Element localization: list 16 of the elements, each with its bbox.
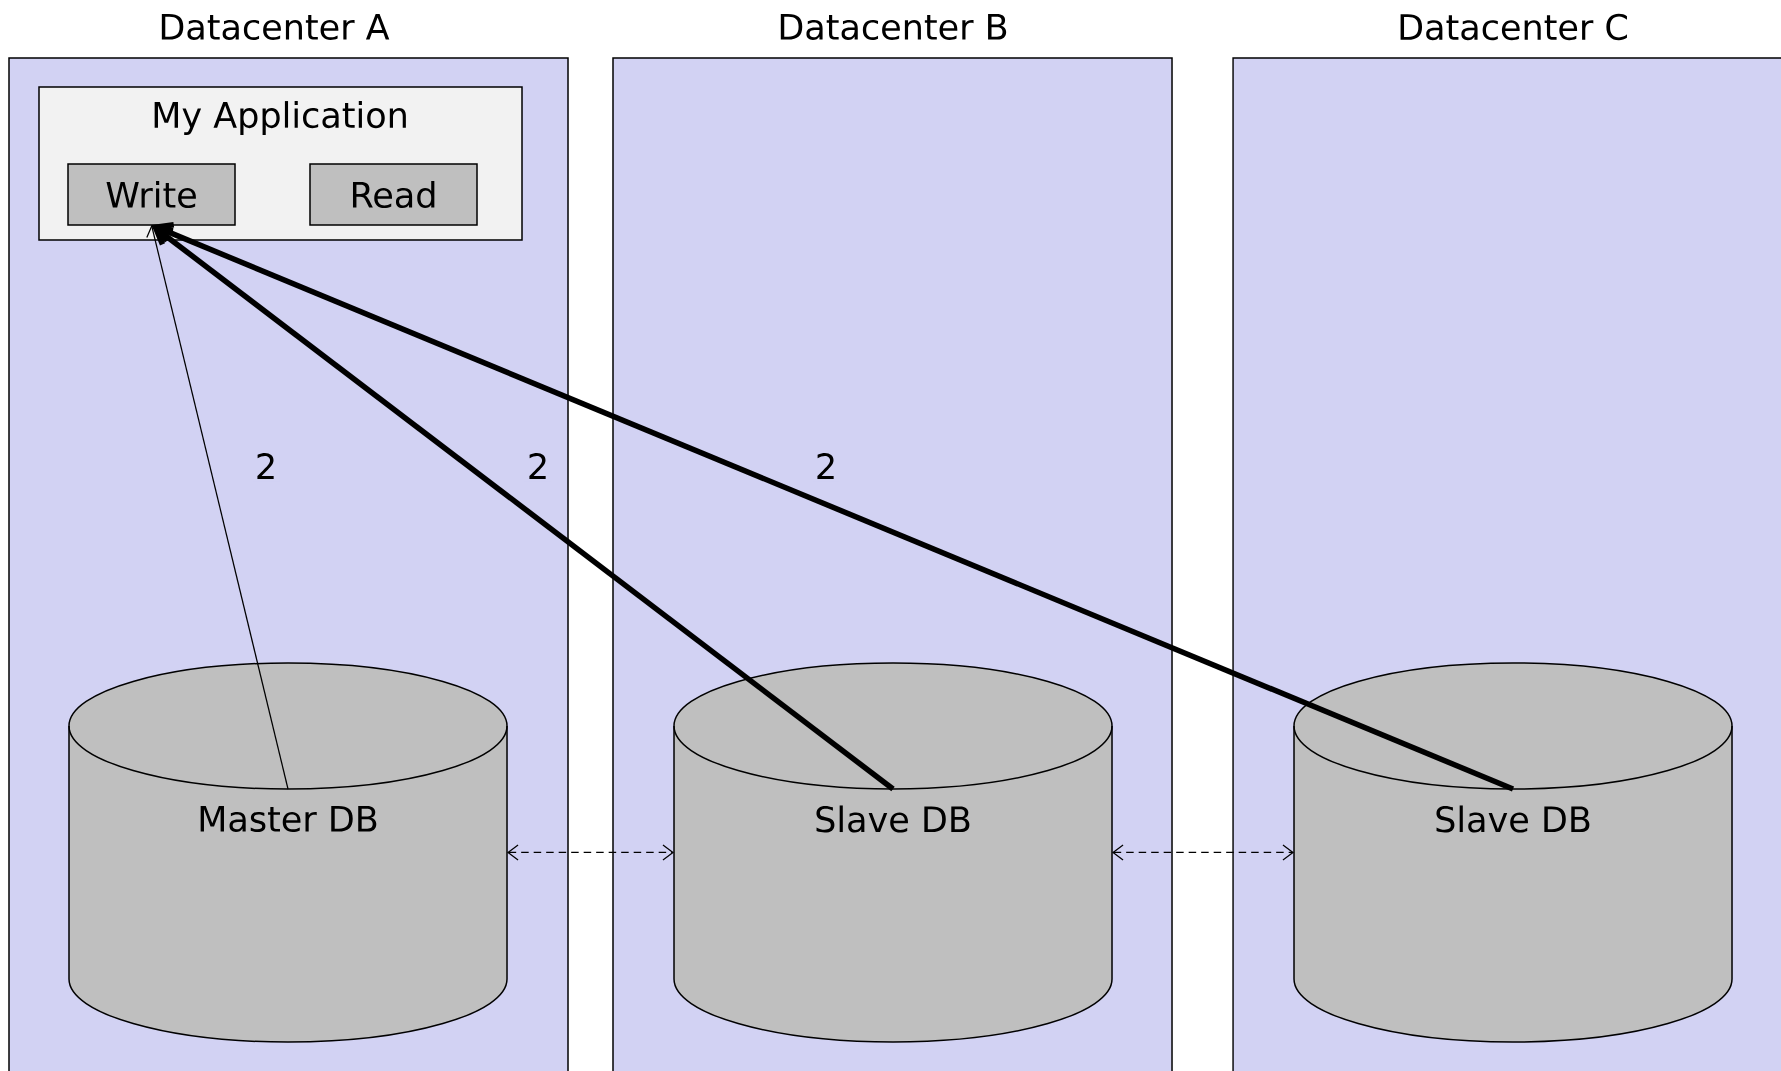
arrow: [146, 225, 289, 790]
arrow: [151, 225, 895, 792]
function-box: Read: [309, 163, 478, 226]
arrow: [507, 844, 674, 861]
function-box: Write: [67, 163, 236, 226]
node-label: Datacenter A: [161, 13, 390, 41]
database-cylinder: Slave DB: [673, 662, 1113, 1043]
database-cylinder: Master DB: [68, 662, 508, 1043]
edge-label: 2: [524, 450, 552, 482]
edge-label: 2: [252, 450, 280, 482]
node-label: Datacenter C: [1400, 13, 1627, 41]
arrow: [151, 222, 1515, 792]
database-cylinder: Slave DB: [1293, 662, 1733, 1043]
node-label: Datacenter B: [780, 13, 1007, 41]
arrow: [1112, 844, 1294, 861]
edge-label: 2: [812, 450, 840, 482]
